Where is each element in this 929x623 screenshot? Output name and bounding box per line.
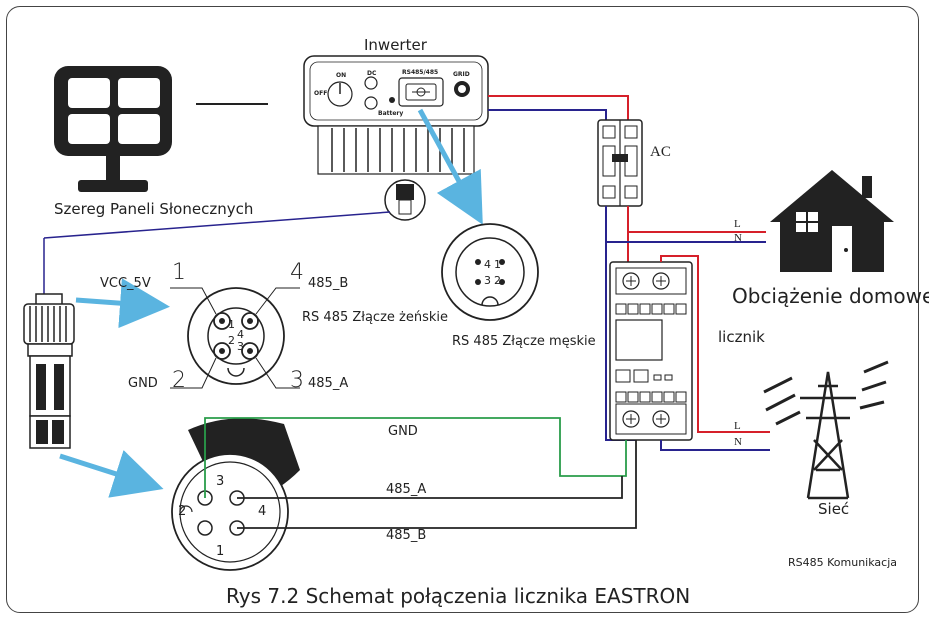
inverter-on-label: ON [336, 72, 347, 79]
inverter-rs485-port-icon [384, 179, 426, 221]
male-pin-2: 2 [494, 274, 501, 287]
caption: Rys 7.2 Schemat połączenia licznika EAST… [226, 584, 691, 608]
line-n-bottom-label: N [734, 436, 742, 448]
line-n-top-label: N [734, 232, 742, 244]
panels-label: Szereg Paneli Słonecznych [54, 200, 254, 218]
pin-number-2: 2 [172, 368, 186, 393]
inverter-label: Inwerter [364, 36, 427, 54]
inverter-grid-label: GRID [453, 71, 470, 78]
male-connector-icon [441, 223, 539, 321]
female-connector-label: RS 485 Złącze żeńskie [302, 310, 449, 325]
plug-pin-2: 2 [178, 504, 187, 519]
grid-label: Sieć [818, 500, 850, 518]
plug-pin-3: 3 [216, 474, 225, 489]
pin-number-4: 4 [290, 260, 304, 285]
vcc-label: VCC_5V [100, 276, 151, 291]
line-l-bottom-label: L [734, 420, 741, 432]
rs485-plug-icon [171, 418, 300, 571]
wire-485a [237, 476, 623, 499]
grid-line-n [660, 440, 770, 451]
line-l-top-label: L [734, 218, 741, 230]
power-pylon-icon [763, 360, 889, 500]
inverter-battery-label: Battery [378, 110, 404, 117]
plug-pin-1: 1 [216, 544, 225, 559]
rs485-comm-label: RS485 Komunikacja [788, 556, 897, 569]
inverter-dc-label: DC [367, 70, 377, 77]
male-pin-4: 4 [484, 258, 491, 271]
ac-label: AC [650, 144, 671, 160]
pin-number-1: 1 [172, 260, 186, 285]
home-load-label: Obciążenie domowe [732, 284, 929, 308]
wire-gnd-label: GND [388, 424, 418, 439]
meter-icon [609, 261, 693, 441]
plug-pin-4: 4 [258, 504, 267, 519]
male-pin-3: 3 [484, 274, 491, 287]
inverter-rs485-label: RS485/485 [402, 69, 439, 76]
female-pin-4: 4 [237, 328, 244, 341]
frame-border [6, 6, 919, 613]
485b-pin-label: 485_B [308, 276, 349, 291]
pin-number-3: 3 [290, 368, 304, 393]
female-pin-3: 3 [237, 340, 244, 353]
ac-line-l-inverter [488, 95, 629, 120]
female-pin-1: 1 [228, 318, 235, 331]
inverter-off-label: OFF [314, 90, 328, 97]
female-pin-2: 2 [228, 334, 235, 347]
house-icon [770, 170, 894, 272]
wire-485b-label: 485_B [386, 528, 427, 543]
485a-pin-label: 485_A [308, 376, 349, 391]
ac-breaker-icon [597, 119, 643, 207]
gnd-pin-label: GND [128, 376, 158, 391]
solar-panel-icon [54, 66, 172, 192]
wire-485a-label: 485_A [386, 482, 427, 497]
male-pin-1: 1 [494, 258, 501, 271]
male-connector-label: RS 485 Złącze męskie [452, 334, 596, 349]
wire-485b [237, 440, 637, 529]
female-connector-icon [187, 287, 285, 385]
grid-line-l [660, 255, 770, 433]
rs485-cable-connector-icon [23, 293, 75, 449]
meter-label: licznik [718, 328, 765, 346]
wire-gnd [204, 417, 627, 498]
ac-line-n-inverter [488, 109, 607, 120]
